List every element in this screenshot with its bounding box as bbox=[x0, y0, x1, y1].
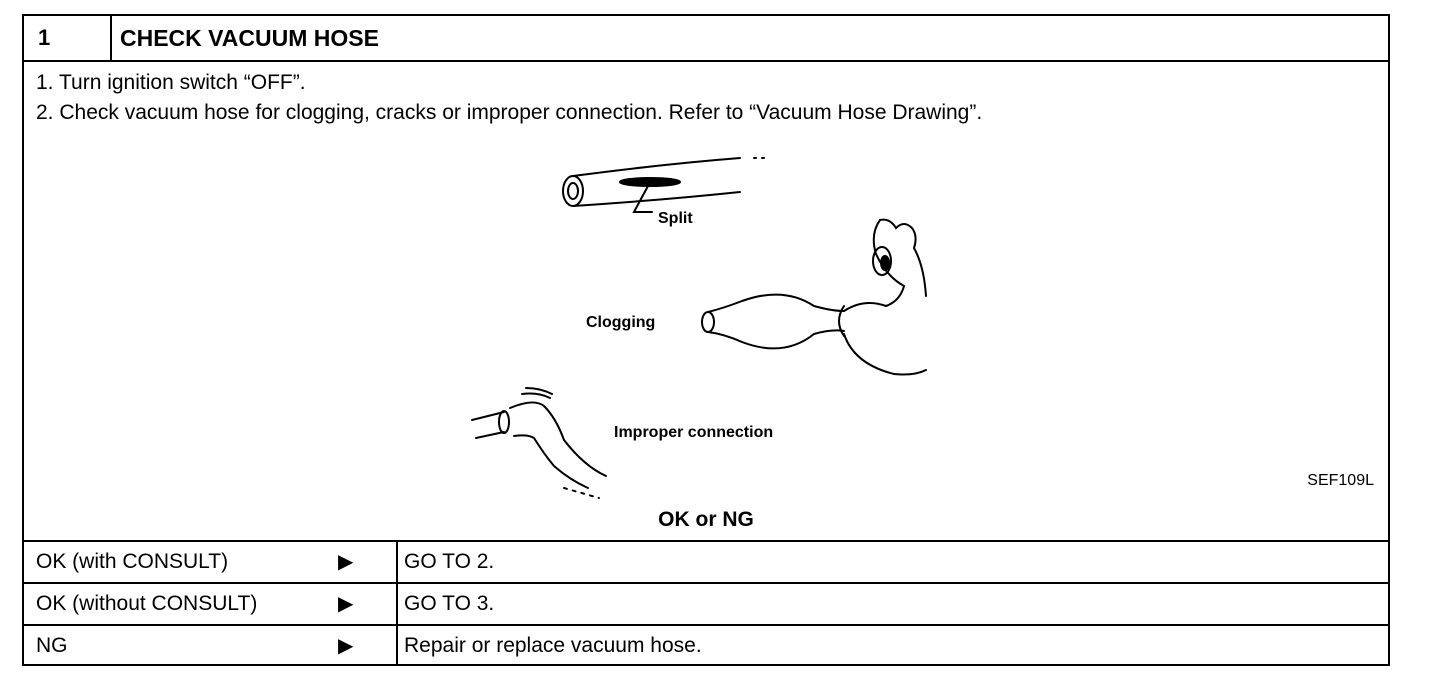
result-action: GO TO 3. bbox=[396, 584, 494, 624]
result-condition: OK (with CONSULT) bbox=[36, 550, 229, 573]
result-condition: OK (without CONSULT) bbox=[36, 592, 258, 615]
split-label: Split bbox=[658, 210, 693, 227]
result-condition: NG bbox=[36, 634, 68, 657]
result-row: NG ▶ Repair or replace vacuum hose. bbox=[24, 624, 1388, 666]
vacuum-hose-illustration: Split Clogging Improper connection bbox=[24, 136, 1388, 516]
instruction-step-2: 2. Check vacuum hose for clogging, crack… bbox=[36, 101, 983, 124]
arrow-right-icon: ▶ bbox=[338, 635, 354, 657]
improper-connection-label: Improper connection bbox=[614, 424, 774, 441]
figure-code: SEF109L bbox=[1307, 472, 1374, 489]
result-heading: OK or NG bbox=[658, 508, 754, 531]
step-number: 1 bbox=[24, 16, 112, 60]
hose-drawing bbox=[471, 157, 927, 499]
procedure-header: 1 CHECK VACUUM HOSE bbox=[24, 16, 1388, 62]
instruction-list: 1. Turn ignition switch “OFF”. 2. Check … bbox=[36, 68, 982, 128]
arrow-right-icon: ▶ bbox=[338, 551, 354, 573]
instruction-step-1: 1. Turn ignition switch “OFF”. bbox=[36, 71, 306, 94]
result-table: OK (with CONSULT) ▶ GO TO 2. OK (without… bbox=[24, 540, 1388, 666]
procedure-title: CHECK VACUUM HOSE bbox=[120, 25, 379, 51]
result-row: OK (without CONSULT) ▶ GO TO 3. bbox=[24, 582, 1388, 624]
result-row: OK (with CONSULT) ▶ GO TO 2. bbox=[24, 540, 1388, 582]
result-action: GO TO 2. bbox=[396, 542, 494, 582]
result-action: Repair or replace vacuum hose. bbox=[396, 626, 702, 666]
improper-connection-drawing bbox=[471, 387, 607, 499]
arrow-right-icon: ▶ bbox=[338, 593, 354, 615]
inspection-procedure-box: 1 CHECK VACUUM HOSE 1. Turn ignition swi… bbox=[22, 14, 1390, 666]
split-hose-drawing bbox=[562, 157, 765, 213]
clogging-label: Clogging bbox=[586, 314, 656, 331]
clogging-drawing bbox=[701, 218, 927, 376]
